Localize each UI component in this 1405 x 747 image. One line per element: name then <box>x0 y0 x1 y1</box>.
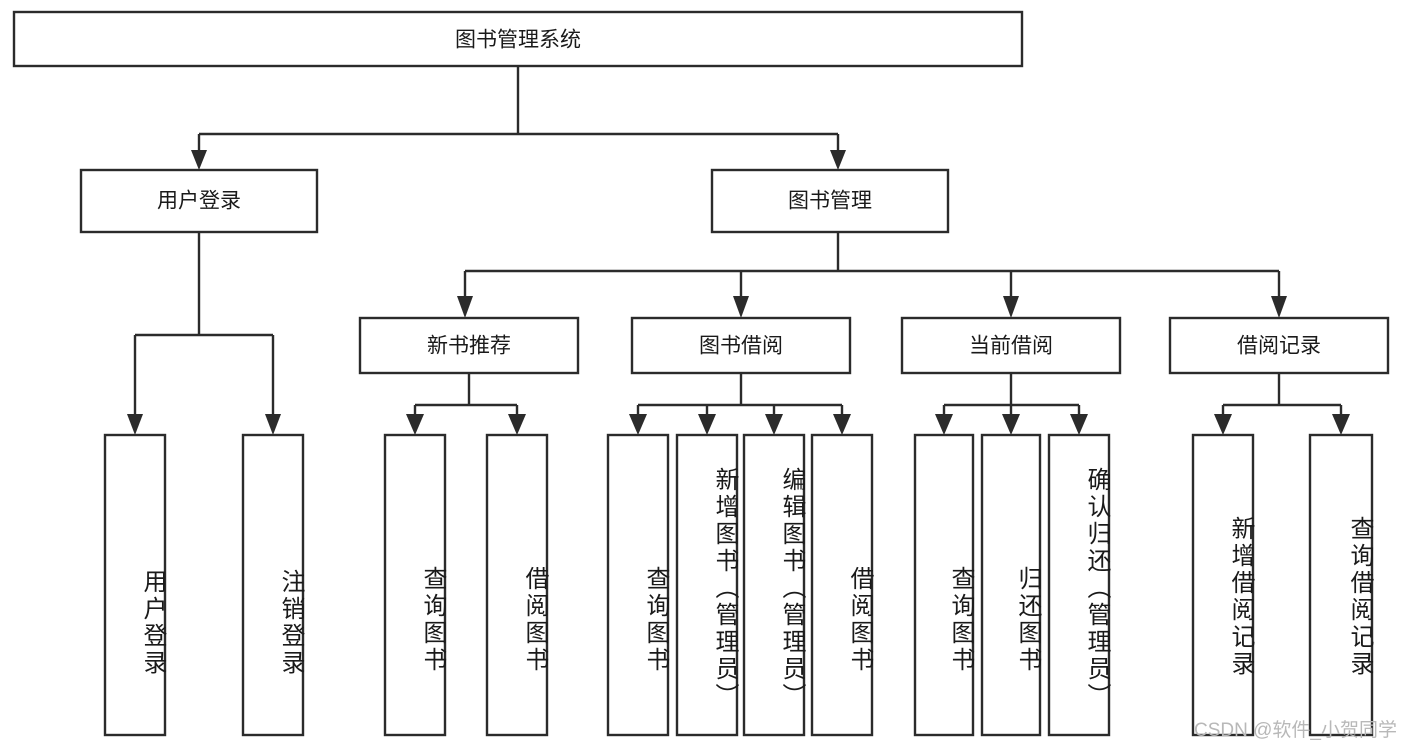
arrow-root-to-user-login <box>191 150 207 170</box>
arrow-borrow-to-leaf-4 <box>833 414 851 435</box>
leaf-boxes <box>103 433 1374 737</box>
leaf-box-query-book-borrow[interactable] <box>606 433 670 737</box>
node-new-book-recommend[interactable]: 新书推荐 <box>358 316 580 375</box>
node-borrow-record-box[interactable] <box>1168 316 1390 375</box>
node-book-management[interactable]: 图书管理 <box>710 168 950 234</box>
leaf-box-confirm-return-admin[interactable] <box>1047 433 1111 737</box>
arrow-current-to-leaf-2 <box>1002 414 1020 435</box>
leaf-box-return-book[interactable] <box>980 433 1042 737</box>
arrow-record-to-leaf-1 <box>1214 414 1232 435</box>
leaf-box-query-borrow-record[interactable] <box>1308 433 1374 737</box>
node-root-label: 图书管理系统 <box>455 29 581 52</box>
arrow-root-to-book-mgmt <box>830 150 846 170</box>
arrow-book-mgmt-to-record <box>1271 296 1287 318</box>
leaf-box-borrow-book-new[interactable] <box>485 433 549 737</box>
node-book-borrow[interactable]: 图书借阅 <box>630 316 852 375</box>
node-current-borrow-label: 当前借阅 <box>969 335 1053 358</box>
leaf-box-add-book-admin[interactable] <box>675 433 739 737</box>
node-book-borrow-box[interactable] <box>630 316 852 375</box>
node-current-borrow-box[interactable] <box>900 316 1122 375</box>
arrow-user-login-to-leaf-2 <box>265 414 281 435</box>
leaf-box-user-login[interactable] <box>103 433 167 737</box>
node-current-borrow[interactable]: 当前借阅 <box>900 316 1122 375</box>
arrow-book-mgmt-to-current <box>1003 296 1019 318</box>
leaf-box-edit-book-admin[interactable] <box>742 433 806 737</box>
node-user-login-box[interactable] <box>79 168 319 234</box>
arrow-new-book-to-leaf-2 <box>508 414 526 435</box>
arrow-current-to-leaf-1 <box>935 414 953 435</box>
arrow-borrow-to-leaf-3 <box>765 414 783 435</box>
arrow-borrow-to-leaf-2 <box>698 414 716 435</box>
node-new-book-recommend-box[interactable] <box>358 316 580 375</box>
arrow-user-login-to-leaf-1 <box>127 414 143 435</box>
leaf-box-query-book-current[interactable] <box>913 433 975 737</box>
arrow-book-mgmt-to-new-book <box>457 296 473 318</box>
node-book-management-label: 图书管理 <box>788 190 872 213</box>
leaf-box-query-book-new[interactable] <box>383 433 447 737</box>
node-user-login-label: 用户登录 <box>157 190 241 213</box>
arrow-record-to-leaf-2 <box>1332 414 1350 435</box>
leaf-box-logout[interactable] <box>241 433 305 737</box>
node-root[interactable]: 图书管理系统 <box>12 10 1024 68</box>
node-root-box[interactable] <box>12 10 1024 68</box>
arrow-borrow-to-leaf-1 <box>629 414 647 435</box>
watermark-text: CSDN @软件_小贺同学 <box>1194 720 1397 741</box>
connectors <box>127 66 1350 435</box>
node-user-login[interactable]: 用户登录 <box>79 168 319 234</box>
node-book-management-box[interactable] <box>710 168 950 234</box>
node-book-borrow-label: 图书借阅 <box>699 335 783 358</box>
leaf-box-add-borrow-record[interactable] <box>1191 433 1255 737</box>
arrow-current-to-leaf-3 <box>1070 414 1088 435</box>
node-new-book-recommend-label: 新书推荐 <box>427 335 511 358</box>
leaf-box-borrow-book[interactable] <box>810 433 874 737</box>
arrow-book-mgmt-to-borrow <box>733 296 749 318</box>
arrow-new-book-to-leaf-1 <box>406 414 424 435</box>
node-borrow-record[interactable]: 借阅记录 <box>1168 316 1390 375</box>
node-borrow-record-label: 借阅记录 <box>1237 335 1321 358</box>
